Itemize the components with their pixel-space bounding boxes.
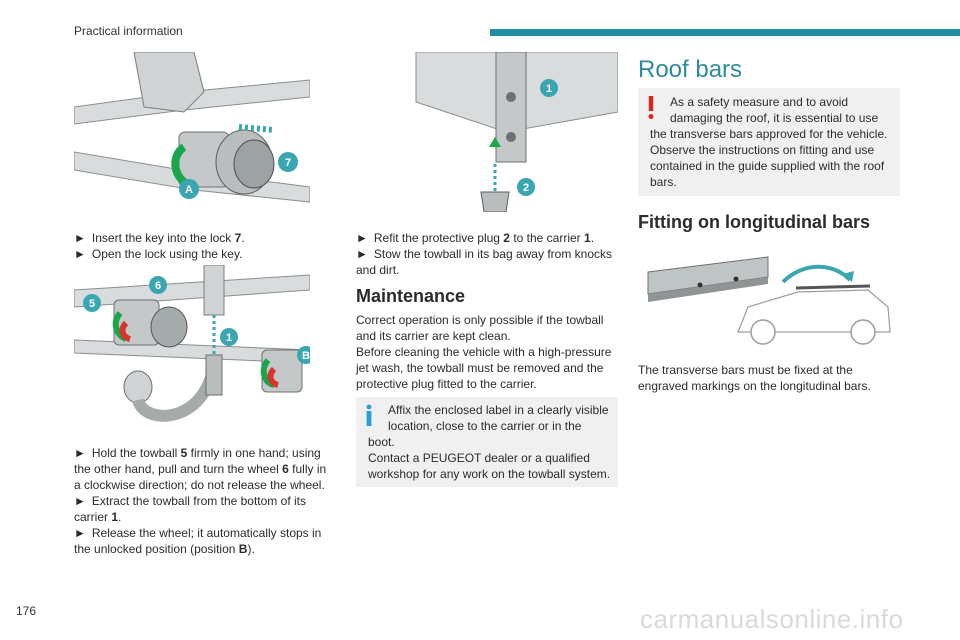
warning-text: As a safety measure and to avoid damagin…	[650, 95, 888, 189]
figure-label-7: 7	[285, 157, 291, 169]
figure-label-1: 1	[546, 83, 552, 95]
watermark: carmanualsonline.info	[640, 604, 904, 634]
step-line: ►Insert the key into the lock 7.	[74, 231, 245, 245]
figure-label-1: 1	[226, 332, 232, 344]
step-line: ►Refit the protective plug 2 to the carr…	[356, 231, 595, 245]
page-number: 176	[16, 604, 37, 618]
steps-towball: ►Hold the towball 5 firmly in one hand; …	[74, 445, 336, 557]
step-line: ►Extract the towball from the bottom of …	[74, 494, 306, 508]
step-line: carrier 1.	[74, 510, 122, 524]
figure-label-6: 6	[155, 280, 161, 292]
roof-bars-heading: Roof bars	[638, 56, 743, 83]
step-line: ►Open the lock using the key.	[74, 247, 243, 261]
header-accent-bar	[490, 29, 960, 36]
info-note-text: Affix the enclosed label in a clearly vi…	[368, 403, 611, 481]
figure-roof-bars	[638, 252, 900, 347]
step-line: ►Release the wheel; it automatically sto…	[74, 526, 322, 540]
figure-towball-extraction: 5 6 1 B	[73, 264, 315, 433]
steps-refit: ►Refit the protective plug 2 to the carr…	[356, 230, 622, 278]
step-line: the unlocked position (position B).	[74, 542, 255, 556]
step-line: the other hand, pull and turn the wheel …	[74, 462, 327, 476]
figure-label-B: B	[302, 350, 310, 362]
maintenance-paragraph: Correct operation is only possible if th…	[356, 313, 612, 391]
fitting-heading: Fitting on longitudinal bars	[638, 212, 870, 232]
figure-key-lock: 7 A	[73, 51, 311, 217]
step-line: and dirt.	[356, 263, 400, 277]
info-note-box: Affix the enclosed label in a clearly vi…	[356, 397, 618, 487]
step-line: ►Hold the towball 5 firmly in one hand; …	[74, 446, 321, 460]
warning-box: As a safety measure and to avoid damagin…	[638, 88, 900, 196]
figure-label-A: A	[185, 184, 193, 196]
step-line: a clockwise direction; do not release th…	[74, 478, 325, 492]
figure-label-5: 5	[89, 298, 95, 310]
maintenance-heading: Maintenance	[356, 286, 466, 306]
figure-label-2: 2	[523, 182, 529, 194]
section-title: Practical information	[74, 24, 183, 38]
warning-icon	[648, 96, 654, 119]
fitting-paragraph: The transverse bars must be fixed at the…	[638, 363, 871, 393]
figure-protective-plug: 1 2	[356, 51, 619, 213]
step-line: ►Stow the towball in its bag away from k…	[356, 247, 612, 261]
steps-key: ►Insert the key into the lock 7. ►Open t…	[74, 230, 324, 262]
info-icon	[366, 404, 372, 426]
